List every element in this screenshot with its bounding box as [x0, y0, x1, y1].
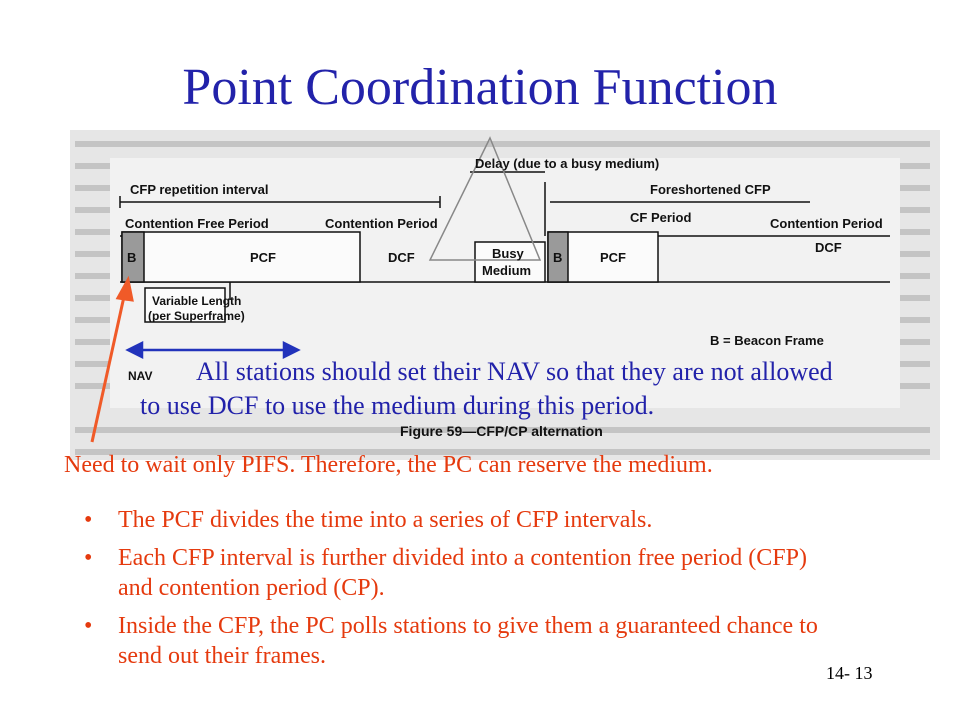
label-pcf-1: PCF — [250, 250, 276, 265]
label-medium: Medium — [482, 263, 531, 278]
label-cfp-interval: CFP repetition interval — [130, 182, 268, 197]
bullet-item: •Each CFP interval is further divided in… — [84, 545, 807, 601]
label-dcf-2: DCF — [815, 240, 842, 255]
slide-title: Point Coordination Function — [182, 59, 778, 116]
cfp-cp-diagram: Delay (due to a busy medium) CFP repetit… — [75, 136, 930, 455]
nav-annotation-line-1: All stations should set their NAV so tha… — [196, 357, 833, 386]
nav-annotation-line-2: to use DCF to use the medium during this… — [140, 391, 655, 420]
figure-caption: Figure 59—CFP/CP alternation — [400, 423, 603, 439]
label-per-superframe: (per Superframe) — [148, 309, 245, 323]
label-variable-length: Variable Length — [152, 294, 241, 308]
bullet-item: •The PCF divides the time into a series … — [84, 507, 653, 533]
label-b-1: B — [127, 250, 136, 265]
label-contention-period-2: Contention Period — [770, 216, 883, 231]
label-pcf-2: PCF — [600, 250, 626, 265]
label-contention-period-1: Contention Period — [325, 216, 438, 231]
bullet-list: •The PCF divides the time into a series … — [84, 505, 844, 679]
pifs-note: Need to wait only PIFS. Therefore, the P… — [64, 452, 713, 478]
label-nav: NAV — [128, 369, 152, 383]
scanned-figure: Delay (due to a busy medium) CFP repetit… — [70, 130, 940, 460]
label-delay: Delay (due to a busy medium) — [475, 156, 659, 171]
bullet-item: •Inside the CFP, the PC polls stations t… — [84, 613, 818, 669]
label-beacon-frame: B = Beacon Frame — [710, 333, 824, 348]
label-dcf-1: DCF — [388, 250, 415, 265]
slide-number: 14- 13 — [826, 663, 873, 683]
label-foreshortened-cfp: Foreshortened CFP — [650, 182, 771, 197]
label-contention-free-period: Contention Free Period — [125, 216, 269, 231]
label-busy: Busy — [492, 246, 525, 261]
label-cf-period: CF Period — [630, 210, 691, 225]
pifs-arrow — [90, 275, 134, 443]
nav-double-arrow — [125, 340, 301, 360]
label-b-2: B — [553, 250, 562, 265]
nav-annotation: All stations should set their NAV so tha… — [140, 355, 940, 423]
